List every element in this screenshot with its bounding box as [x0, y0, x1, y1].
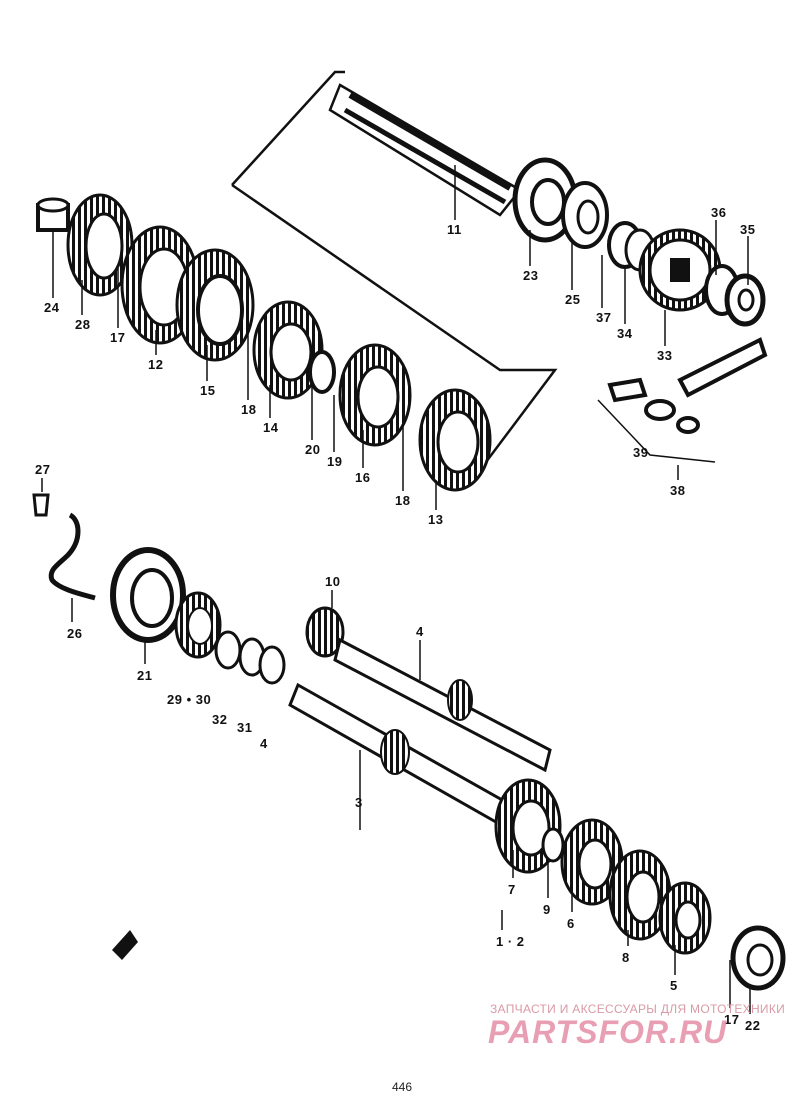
part-label-35: 35 — [740, 222, 756, 237]
part-label-23: 23 — [523, 268, 539, 283]
lower-leader-lines — [501, 850, 751, 1014]
washer-9 — [541, 827, 565, 863]
part-label-39: 39 — [633, 445, 649, 460]
part-label-13: 13 — [428, 512, 444, 527]
part-label-29-30: 29 • 30 — [167, 692, 212, 707]
bush-24 — [36, 197, 70, 232]
page-number: 446 — [392, 1080, 413, 1094]
bolt-27 — [32, 478, 50, 517]
part-label-22: 22 — [745, 1018, 761, 1033]
part-label-36: 36 — [711, 205, 727, 220]
bearing-21 — [110, 547, 186, 664]
part-label-16: 16 — [355, 470, 371, 485]
bearing-22 — [730, 925, 786, 991]
part-label-10: 10 — [325, 574, 341, 589]
part-label-27: 27 — [35, 462, 51, 477]
part-label-18a: 18 — [241, 402, 257, 417]
gear-13 — [418, 388, 492, 492]
part-label-37: 37 — [596, 310, 612, 325]
part-label-18b: 18 — [395, 493, 411, 508]
gear-5 — [658, 881, 712, 955]
part-label-4: 4 — [416, 624, 424, 639]
part-label-21: 21 — [137, 668, 153, 683]
part-label-24: 24 — [44, 300, 60, 315]
washer-25 — [561, 181, 609, 249]
gear-6 — [560, 818, 624, 906]
washer-20 — [308, 350, 336, 394]
part-label-11: 11 — [447, 222, 462, 237]
part-label-25: 25 — [565, 292, 581, 307]
gear-15 — [175, 248, 255, 362]
part-label-20: 20 — [305, 442, 321, 457]
part-label-6: 6 — [567, 916, 575, 931]
chain-38 — [597, 337, 768, 463]
part-label-3: 3 — [355, 795, 363, 810]
part-label-28: 28 — [75, 317, 91, 332]
mainshaft-3 — [288, 682, 522, 833]
washers-31-32 — [214, 630, 286, 685]
part-label-9: 9 — [543, 902, 551, 917]
part-label-15: 15 — [200, 383, 216, 398]
driveshaft-4 — [305, 590, 552, 773]
part-label-26: 26 — [67, 626, 83, 641]
part-label-12: 12 — [148, 357, 164, 372]
part-label-5: 5 — [670, 978, 678, 993]
sprocket-33 — [638, 228, 722, 312]
bearing-retainer-26 — [48, 512, 96, 622]
part-label-x: 4 — [260, 736, 268, 751]
countershaft-11 — [231, 70, 558, 471]
part-label-31: 31 — [237, 720, 253, 735]
watermark-tagline: ЗАПЧАСТИ И АКСЕССУАРЫ ДЛЯ МОТОТЕХНИКИ — [490, 1002, 786, 1016]
part-label-38: 38 — [670, 483, 686, 498]
part-label-14: 14 — [263, 420, 279, 435]
gear-29-30 — [174, 591, 222, 659]
part-label-8: 8 — [622, 950, 630, 965]
part-label-7: 7 — [508, 882, 516, 897]
watermark-logo: PARTSFOR.RU — [488, 1014, 728, 1050]
part-label-32: 32 — [212, 712, 228, 727]
part-label-19: 19 — [327, 454, 343, 469]
part-label-17a: 17 — [110, 330, 126, 345]
front-arrow-icon — [112, 930, 138, 960]
gear-16 — [338, 343, 412, 447]
part-label-1-2: 1 · 2 — [496, 934, 525, 949]
part-label-17b: 17 — [724, 1012, 740, 1027]
leader-lines — [52, 165, 749, 510]
part-label-33: 33 — [657, 348, 673, 363]
nut-35 — [724, 273, 766, 327]
part-label-34: 34 — [617, 326, 633, 341]
